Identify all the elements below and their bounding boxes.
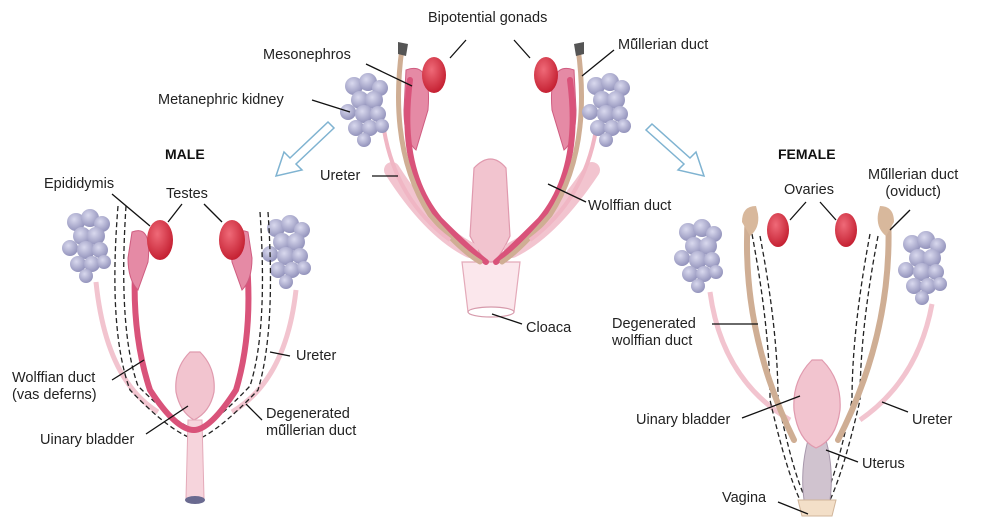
label-degenerated-mullerian-line1: Degenerated bbox=[266, 406, 350, 422]
label-wolffian-vas-line1: Wolffian duct bbox=[12, 370, 96, 386]
label-mullerian-oviduct: Mű̃llerian duct (oviduct) bbox=[868, 167, 958, 201]
label-uterus: Uterus bbox=[862, 456, 905, 472]
female-heading: FEMALE bbox=[778, 146, 836, 162]
label-degenerated-wolffian-line1: Degenerated bbox=[612, 316, 696, 332]
label-epididymis: Epididymis bbox=[44, 176, 115, 192]
label-mullerian-oviduct-line1: Mű̃llerian duct bbox=[868, 167, 959, 183]
label-degenerated-wolffian: Degenerated wolffian duct bbox=[612, 316, 696, 350]
male-heading: MALE bbox=[165, 146, 205, 162]
center-structure bbox=[311, 39, 631, 325]
label-wolffian-vas: Wolffian duct (vas deferns) bbox=[12, 370, 97, 404]
label-vagina: Vagina bbox=[722, 490, 767, 506]
label-degenerated-mullerian: Degenerated mű̃llerian duct bbox=[266, 406, 356, 440]
label-metanephric-kidney: Metanephric kidney bbox=[158, 92, 284, 108]
female-structure bbox=[674, 201, 947, 517]
label-wolffian-duct: Wolffian duct bbox=[588, 198, 672, 214]
label-ovaries: Ovaries bbox=[784, 182, 834, 198]
label-mullerian-duct: Mű̃llerian duct bbox=[618, 37, 709, 53]
label-bipotential-gonads: Bipotential gonads bbox=[428, 10, 548, 26]
arrow-to-female bbox=[644, 122, 706, 178]
label-degenerated-wolffian-line2: wolffian duct bbox=[612, 333, 693, 349]
label-ureter-female: Ureter bbox=[912, 412, 953, 428]
label-ureter-center: Ureter bbox=[320, 168, 361, 184]
label-testes: Testes bbox=[166, 186, 208, 202]
label-bladder-female: Uinary bladder bbox=[636, 412, 731, 428]
label-mullerian-oviduct-line2: (oviduct) bbox=[885, 184, 941, 200]
label-cloaca: Cloaca bbox=[526, 320, 572, 336]
male-structure bbox=[62, 193, 311, 504]
label-wolffian-vas-line2: (vas deferns) bbox=[12, 387, 97, 403]
arrow-to-male bbox=[274, 120, 336, 178]
label-ureter-male: Ureter bbox=[296, 348, 337, 364]
label-mesonephros: Mesonephros bbox=[263, 47, 351, 63]
label-bladder-male: Uinary bladder bbox=[40, 432, 135, 448]
label-degenerated-mullerian-line2: mű̃llerian duct bbox=[266, 423, 357, 439]
